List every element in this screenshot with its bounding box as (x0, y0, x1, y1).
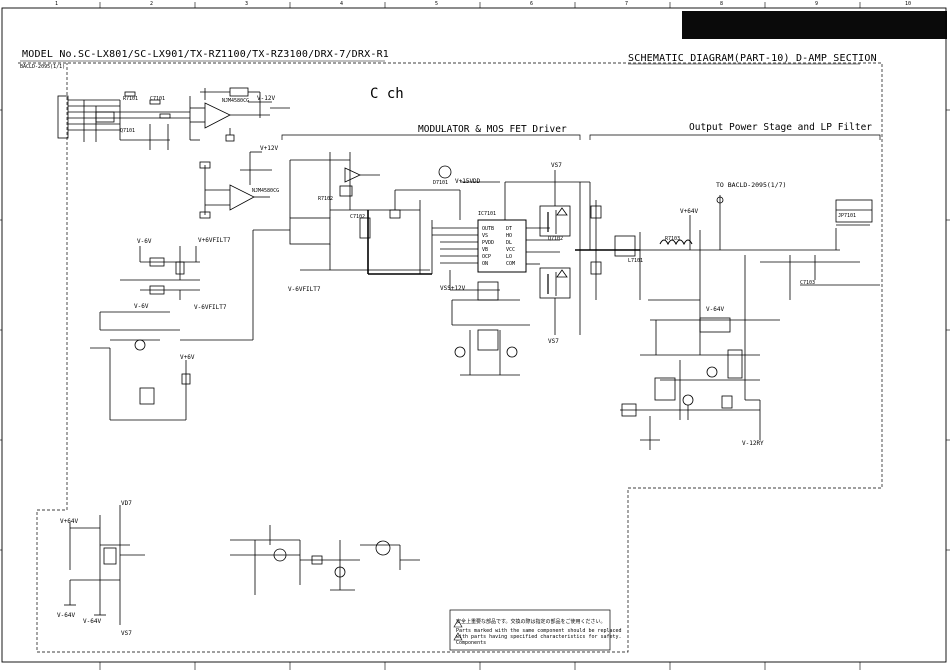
component-ref: C7103 (800, 280, 816, 286)
rail-label: V-6VFILT7 (288, 286, 321, 293)
rail-label: VS7 (121, 630, 132, 637)
component-ref: C7102 (350, 214, 366, 220)
component-ref: R7102 (318, 196, 334, 202)
output-stage (614, 195, 880, 450)
bottom-transistor-block (230, 525, 420, 595)
driver-ic-label: IC7101 (478, 211, 497, 217)
component-ref: R7101 (123, 96, 139, 102)
rail-label: V-6VFILT7 (194, 304, 227, 311)
safety-notes-box (449, 609, 611, 651)
grid-col-label: 6 (530, 1, 534, 7)
component-ref: R7103 (665, 236, 681, 242)
safety-note-jp: 安全上重要な部品です。交換の際は指定の部品をご使用ください。 (456, 619, 606, 625)
sheet-border (1, 7, 947, 663)
grid-col-label: 5 (435, 1, 439, 7)
board-reference: BACLD-2095(1/1) (20, 64, 66, 70)
grid-col-label: 3 (245, 1, 249, 7)
channel-label: C ch (370, 86, 404, 102)
rail-label: V-64V (83, 618, 102, 625)
ic-pin-label: HO (506, 233, 513, 239)
ic-pin-label: COM (506, 261, 516, 267)
ic-pin-label: PVDD (482, 240, 495, 246)
grid-col-label: 9 (815, 1, 819, 7)
rail-label: V-12RY (742, 440, 764, 447)
rail-label: V-12V (257, 95, 276, 102)
rail-label: V+15VDD (455, 178, 481, 185)
component-ref: JP7101 (838, 213, 857, 219)
rail-label: V-6V (137, 238, 152, 245)
safety-note-en: Components (456, 640, 487, 646)
component-ref: L7101 (628, 258, 644, 264)
component-ref: Q7101 (120, 128, 136, 134)
rail-label: V+6V (180, 354, 195, 361)
rail-label: VSS+12V (440, 285, 466, 292)
grid-col-label: 7 (625, 1, 629, 7)
model-number-line: MODEL No.SC-LX801/SC-LX901/TX-RZ1100/TX-… (22, 49, 390, 60)
opamp-2 (199, 151, 272, 219)
ic-pin-label: OUTB (482, 226, 495, 232)
opamp-1 (190, 87, 290, 142)
ic-pin-label: ON (482, 261, 489, 267)
component-ref: C7101 (150, 96, 166, 102)
safety-note-en: Parts marked with the same component sho… (456, 628, 622, 634)
modulator-section-label: MODULATOR & MOS FET Driver (418, 124, 567, 135)
driver-ic (477, 219, 527, 273)
output-stage-section-label: Output Power Stage and LP Filter (689, 122, 873, 133)
rail-label: V+64V (60, 518, 79, 525)
diagram-title: SCHEMATIC DIAGRAM(PART-10) D-AMP SECTION (628, 53, 877, 64)
ic-pin-label: DL (506, 240, 513, 246)
ic-pin-label: VB (482, 247, 489, 253)
rail-label: V-64V (706, 306, 725, 313)
rail-label: V+12V (260, 145, 279, 152)
connector-destination-label: TO BACLD-2095(1/7) (716, 181, 787, 189)
grid-col-label: 8 (720, 1, 724, 7)
input-connector (57, 91, 200, 150)
grid-col-label: 2 (150, 1, 154, 7)
rail-label: V+64V (680, 208, 699, 215)
component-ref: D7101 (433, 180, 449, 186)
rail-label: V-64V (57, 612, 76, 619)
ic-pin-label: VS (482, 233, 489, 239)
grid-col-label: 10 (905, 1, 912, 7)
board-outline (18, 62, 883, 653)
filter-block-1 (120, 246, 200, 300)
rail-label: VS7 (548, 338, 559, 345)
ic-pin-label: VCC (506, 247, 516, 253)
q-block-left (90, 230, 254, 421)
modulator-area (253, 152, 640, 376)
grid-col-label: 4 (340, 1, 344, 7)
rail-label: V+6VFILT7 (198, 237, 231, 244)
ic-pin-label: DT (506, 226, 513, 232)
bottom-power-block (64, 505, 145, 625)
section-tab-bar (682, 11, 947, 39)
ic-pin-label: OCP (482, 254, 492, 260)
safety-note-en: with parts having specified characterist… (456, 634, 622, 640)
rail-label: VD7 (121, 500, 132, 507)
rail-label: V-6V (134, 303, 149, 310)
opamp-part-number: NJM4580CG (252, 188, 280, 194)
rail-label: VS7 (551, 162, 562, 169)
ic-pin-label: LO (506, 254, 513, 260)
component-ref: Q7102 (548, 236, 564, 242)
grid-col-label: 1 (55, 1, 59, 7)
opamp-part-number: NJM4580CG (222, 98, 250, 104)
